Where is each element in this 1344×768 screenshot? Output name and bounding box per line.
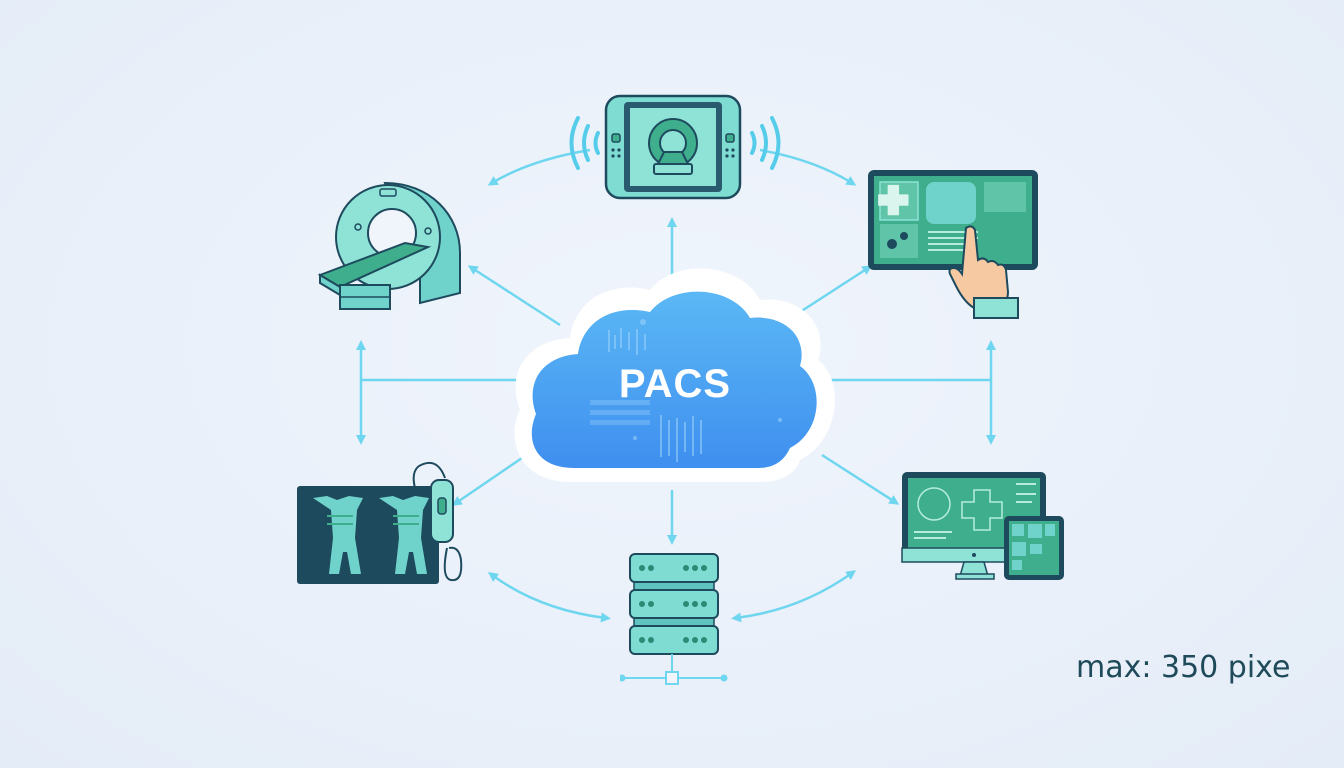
- data-stream-decoration: [590, 319, 782, 462]
- annotation-text: max: 350 pixe: [1076, 650, 1291, 685]
- xray-film-ultrasound-probe-icon: [297, 462, 463, 584]
- cloud-outline: [514, 268, 835, 482]
- touchscreen-hand-icon: [868, 170, 1038, 319]
- arrow-to-workstation: [821, 453, 900, 505]
- ct-scanner-icon: [317, 181, 461, 310]
- arc-mri-to-touchscreen: [759, 148, 857, 186]
- arc-mri-to-ct: [487, 148, 591, 186]
- arrow-to-xray: [451, 456, 523, 506]
- monitor-and-tablet-icon: [901, 472, 1064, 580]
- arc-workstation-server: [731, 570, 857, 623]
- mri-tablet-wireless-icon: [569, 94, 781, 200]
- arc-xray-server: [487, 572, 611, 623]
- pacs-label: PACS: [618, 362, 732, 406]
- server-rack-icon: [620, 553, 728, 685]
- arrow-to-ct: [467, 265, 561, 327]
